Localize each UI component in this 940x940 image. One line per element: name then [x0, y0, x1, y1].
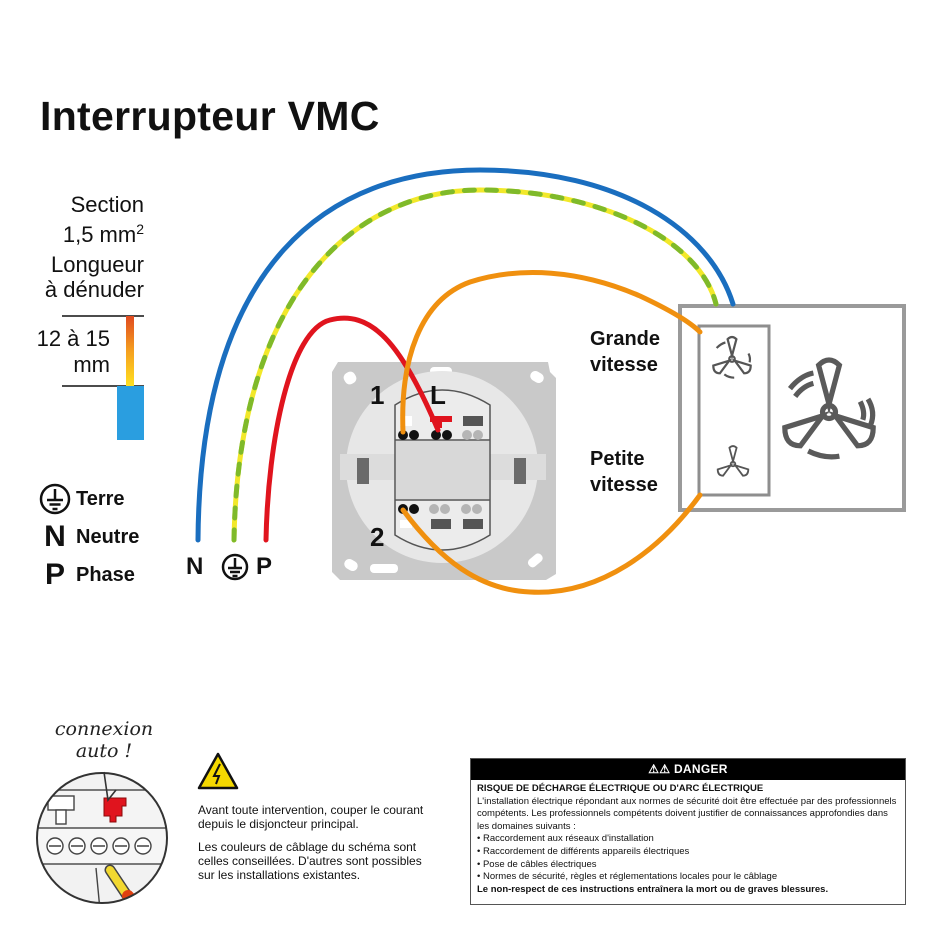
strip-label-line2: à dénuder [44, 277, 144, 302]
high-speed-fan-icon [712, 335, 752, 379]
strip-length-spec: Longueur à dénuder [10, 252, 144, 302]
neutral-wire [195, 167, 736, 543]
vmc-fan-unit [678, 304, 906, 512]
safety-warning: Avant toute intervention, couper le cour… [198, 803, 438, 891]
legend-row-earth: Terre [36, 480, 139, 518]
danger-list: Raccordement aux réseaux d'installation … [477, 833, 899, 883]
mount-claw-left [357, 458, 369, 484]
diagram-title: Interrupteur VMC [40, 93, 380, 139]
section-value: 1,5 mm2 [62, 221, 144, 247]
warning-wire-colors: Les couleurs de câblage du schéma sont c… [198, 840, 422, 882]
danger-list-item: Pose de câbles électriques [477, 859, 899, 872]
danger-heading: RISQUE DE DÉCHARGE ÉLECTRIQUE OU D'ARC É… [477, 783, 764, 794]
high-voltage-icon [197, 752, 239, 790]
push-release-red [430, 416, 452, 422]
terminal-1-hole [398, 430, 408, 440]
terminal-l-label: L [430, 380, 446, 410]
earth-icon [36, 483, 74, 515]
section-label: Section [70, 192, 144, 217]
high-speed-wire [400, 270, 703, 435]
wire-insulation [117, 386, 144, 440]
legend-label-neutral: Neutre [76, 525, 140, 548]
warning-cut-power: Avant toute intervention, couper le cour… [198, 803, 424, 831]
bare-conductor [126, 316, 134, 386]
auto-connection-caption: connexion auto ! [54, 718, 154, 762]
large-fan-icon [782, 357, 876, 460]
feed-neutral-label: N [186, 553, 204, 580]
phase-symbol: P [44, 558, 65, 591]
wire-legend: Terre N Neutre P Phase [36, 480, 139, 594]
strip-length-graphic [62, 315, 144, 440]
danger-intro: L'installation électrique répondant aux … [477, 795, 897, 832]
danger-list-item: Normes de sécurité, règles et réglementa… [477, 871, 899, 884]
earth-wire-green [231, 187, 719, 543]
auto-connection-illustration [36, 771, 168, 904]
neutral-symbol: N [44, 520, 66, 553]
switch-rocker [396, 441, 489, 499]
danger-header: ⚠⚠ DANGER [471, 759, 905, 780]
danger-list-item: Raccordement de différents appareils éle… [477, 846, 899, 859]
strip-range: 12 à 15 mm [36, 326, 110, 377]
danger-triangle-icon: ⚠⚠ [648, 762, 674, 776]
wiring [195, 167, 736, 595]
legend-row-neutral: N Neutre [36, 518, 139, 556]
wire-section-spec: Section 1,5 mm2 [20, 192, 144, 247]
legend-label-phase: Phase [76, 563, 135, 586]
legend-label-earth: Terre [76, 487, 125, 510]
feed-phase-label: P [256, 553, 273, 580]
low-speed-wire [400, 492, 703, 595]
danger-notice: ⚠⚠ DANGER RISQUE DE DÉCHARGE ÉLECTRIQUE … [470, 758, 906, 905]
terminal-1-label: 1 [370, 380, 385, 410]
danger-footer: Le non-respect de ces instructions entra… [477, 883, 829, 895]
low-speed-label: Petite vitesse [590, 448, 658, 496]
low-speed-fan-icon [716, 445, 750, 477]
terminal-l-hole [431, 430, 441, 440]
danger-body: RISQUE DE DÉCHARGE ÉLECTRIQUE OU D'ARC É… [471, 780, 905, 896]
danger-list-item: Raccordement aux réseaux d'installation [477, 833, 899, 846]
switch-mechanism [332, 362, 556, 580]
phase-wire [263, 315, 441, 543]
legend-row-phase: P Phase [36, 556, 139, 594]
feed-earth-icon [221, 553, 249, 581]
high-speed-label: Grande vitesse [590, 328, 661, 376]
terminal-2-label: 2 [370, 522, 385, 552]
strip-label-line1: Longueur [51, 252, 144, 277]
mount-claw-right [514, 458, 526, 484]
